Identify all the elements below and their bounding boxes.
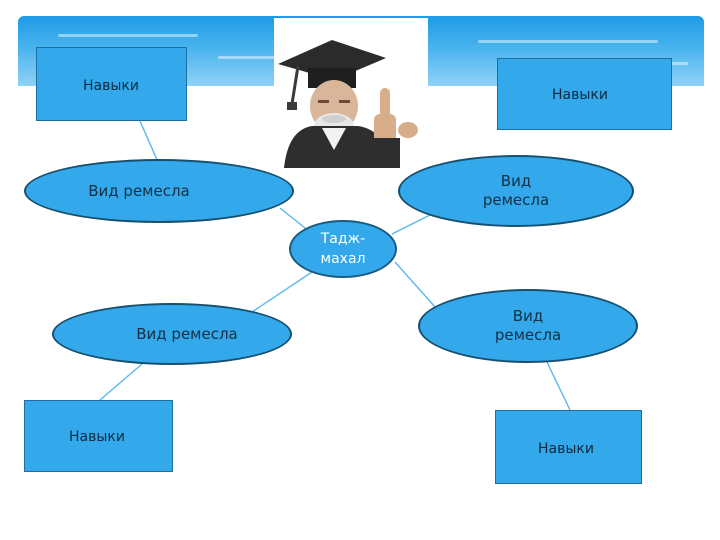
skill-box-bottom-right: Навыки bbox=[495, 410, 642, 484]
connector-skill-tl bbox=[139, 120, 159, 163]
craft-oval-bottom-right: Вид ремесла bbox=[418, 289, 638, 363]
connector-craft-br bbox=[394, 261, 437, 309]
center-label: Тадж- махал bbox=[320, 231, 366, 267]
craft-label-bottom-right: Вид ремесла bbox=[494, 307, 562, 344]
skill-box-top-right: Навыки bbox=[497, 58, 672, 130]
skill-label-top-right: Навыки bbox=[552, 87, 608, 103]
skill-label-top-left: Навыки bbox=[83, 78, 139, 94]
craft-oval-bottom-left: Вид ремесла bbox=[52, 303, 292, 365]
skill-label-bottom-right: Навыки bbox=[538, 441, 594, 457]
craft-label-bottom-left: Вид ремесла bbox=[136, 324, 238, 343]
graduate-professor-icon bbox=[274, 18, 428, 168]
skill-box-top-left: Навыки bbox=[36, 47, 187, 121]
connector-skill-br bbox=[545, 359, 571, 411]
skill-label-bottom-left: Навыки bbox=[69, 429, 125, 445]
craft-label-top-right: Вид ремесла bbox=[482, 172, 550, 209]
craft-oval-top-right: Вид ремесла bbox=[398, 155, 634, 227]
craft-oval-top-left: Вид ремесла bbox=[24, 159, 294, 223]
center-circle: Тадж- махал bbox=[289, 220, 397, 278]
skill-box-bottom-left: Навыки bbox=[24, 400, 173, 472]
craft-label-top-left: Вид ремесла bbox=[88, 181, 190, 200]
connector-skill-bl bbox=[99, 363, 143, 401]
